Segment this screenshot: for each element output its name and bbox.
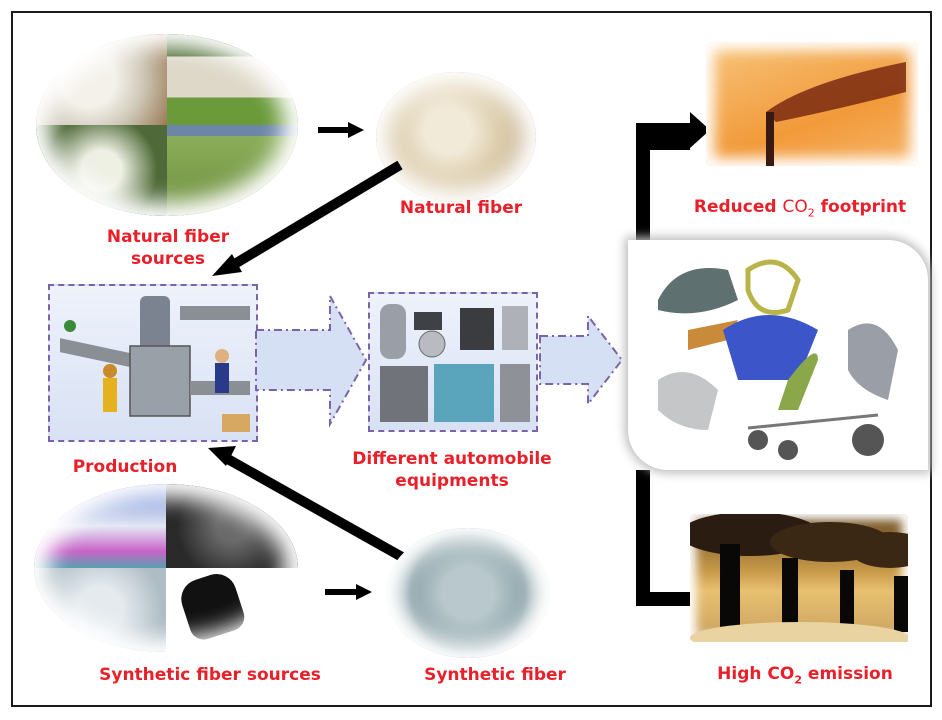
natural-fiber-sources-image [36, 34, 298, 216]
production-label: Production [72, 457, 178, 477]
automobile-equipment-label: Different automobile equipments [352, 449, 552, 491]
oil-barrel-icon [176, 568, 248, 644]
reduced-co2-image [706, 42, 918, 166]
smokestacks-icon [680, 512, 930, 654]
smokestack-icon [766, 62, 906, 166]
arrow-car-to-reduced-co2 [636, 112, 710, 245]
natural-fiber-image [376, 72, 536, 202]
block-arrow-equipment-to-car [539, 313, 624, 407]
automobile-equipment-box [368, 292, 538, 432]
arrow-natural-sources-to-fiber [318, 122, 364, 138]
block-arrow-production-to-equipment [255, 292, 368, 428]
arrow-natural-fiber-to-production [212, 160, 403, 276]
synthetic-fiber-image [386, 528, 550, 658]
synthetic-fiber-sources-image [34, 484, 298, 652]
production-box [48, 284, 258, 442]
arrow-synthetic-sources-to-fiber [325, 584, 372, 600]
synthetic-fiber-label: Synthetic fiber [424, 665, 566, 685]
natural-fiber-sources-label: Natural fiber sources [106, 227, 230, 269]
high-co2-image [680, 512, 930, 654]
natural-fiber-label: Natural fiber [399, 198, 523, 218]
synthetic-fiber-sources-label: Synthetic fiber sources [99, 665, 321, 685]
arrow-synthetic-fiber-to-production [208, 446, 405, 562]
car-components-diagram [628, 240, 928, 470]
assembly-line-icon [60, 296, 250, 432]
high-co2-label: High CO2 emission [717, 664, 893, 687]
exploded-car-icon [658, 259, 898, 460]
car-parts-icon [380, 304, 530, 422]
reduced-co2-label: Reduced CO2 footprint [693, 197, 907, 220]
